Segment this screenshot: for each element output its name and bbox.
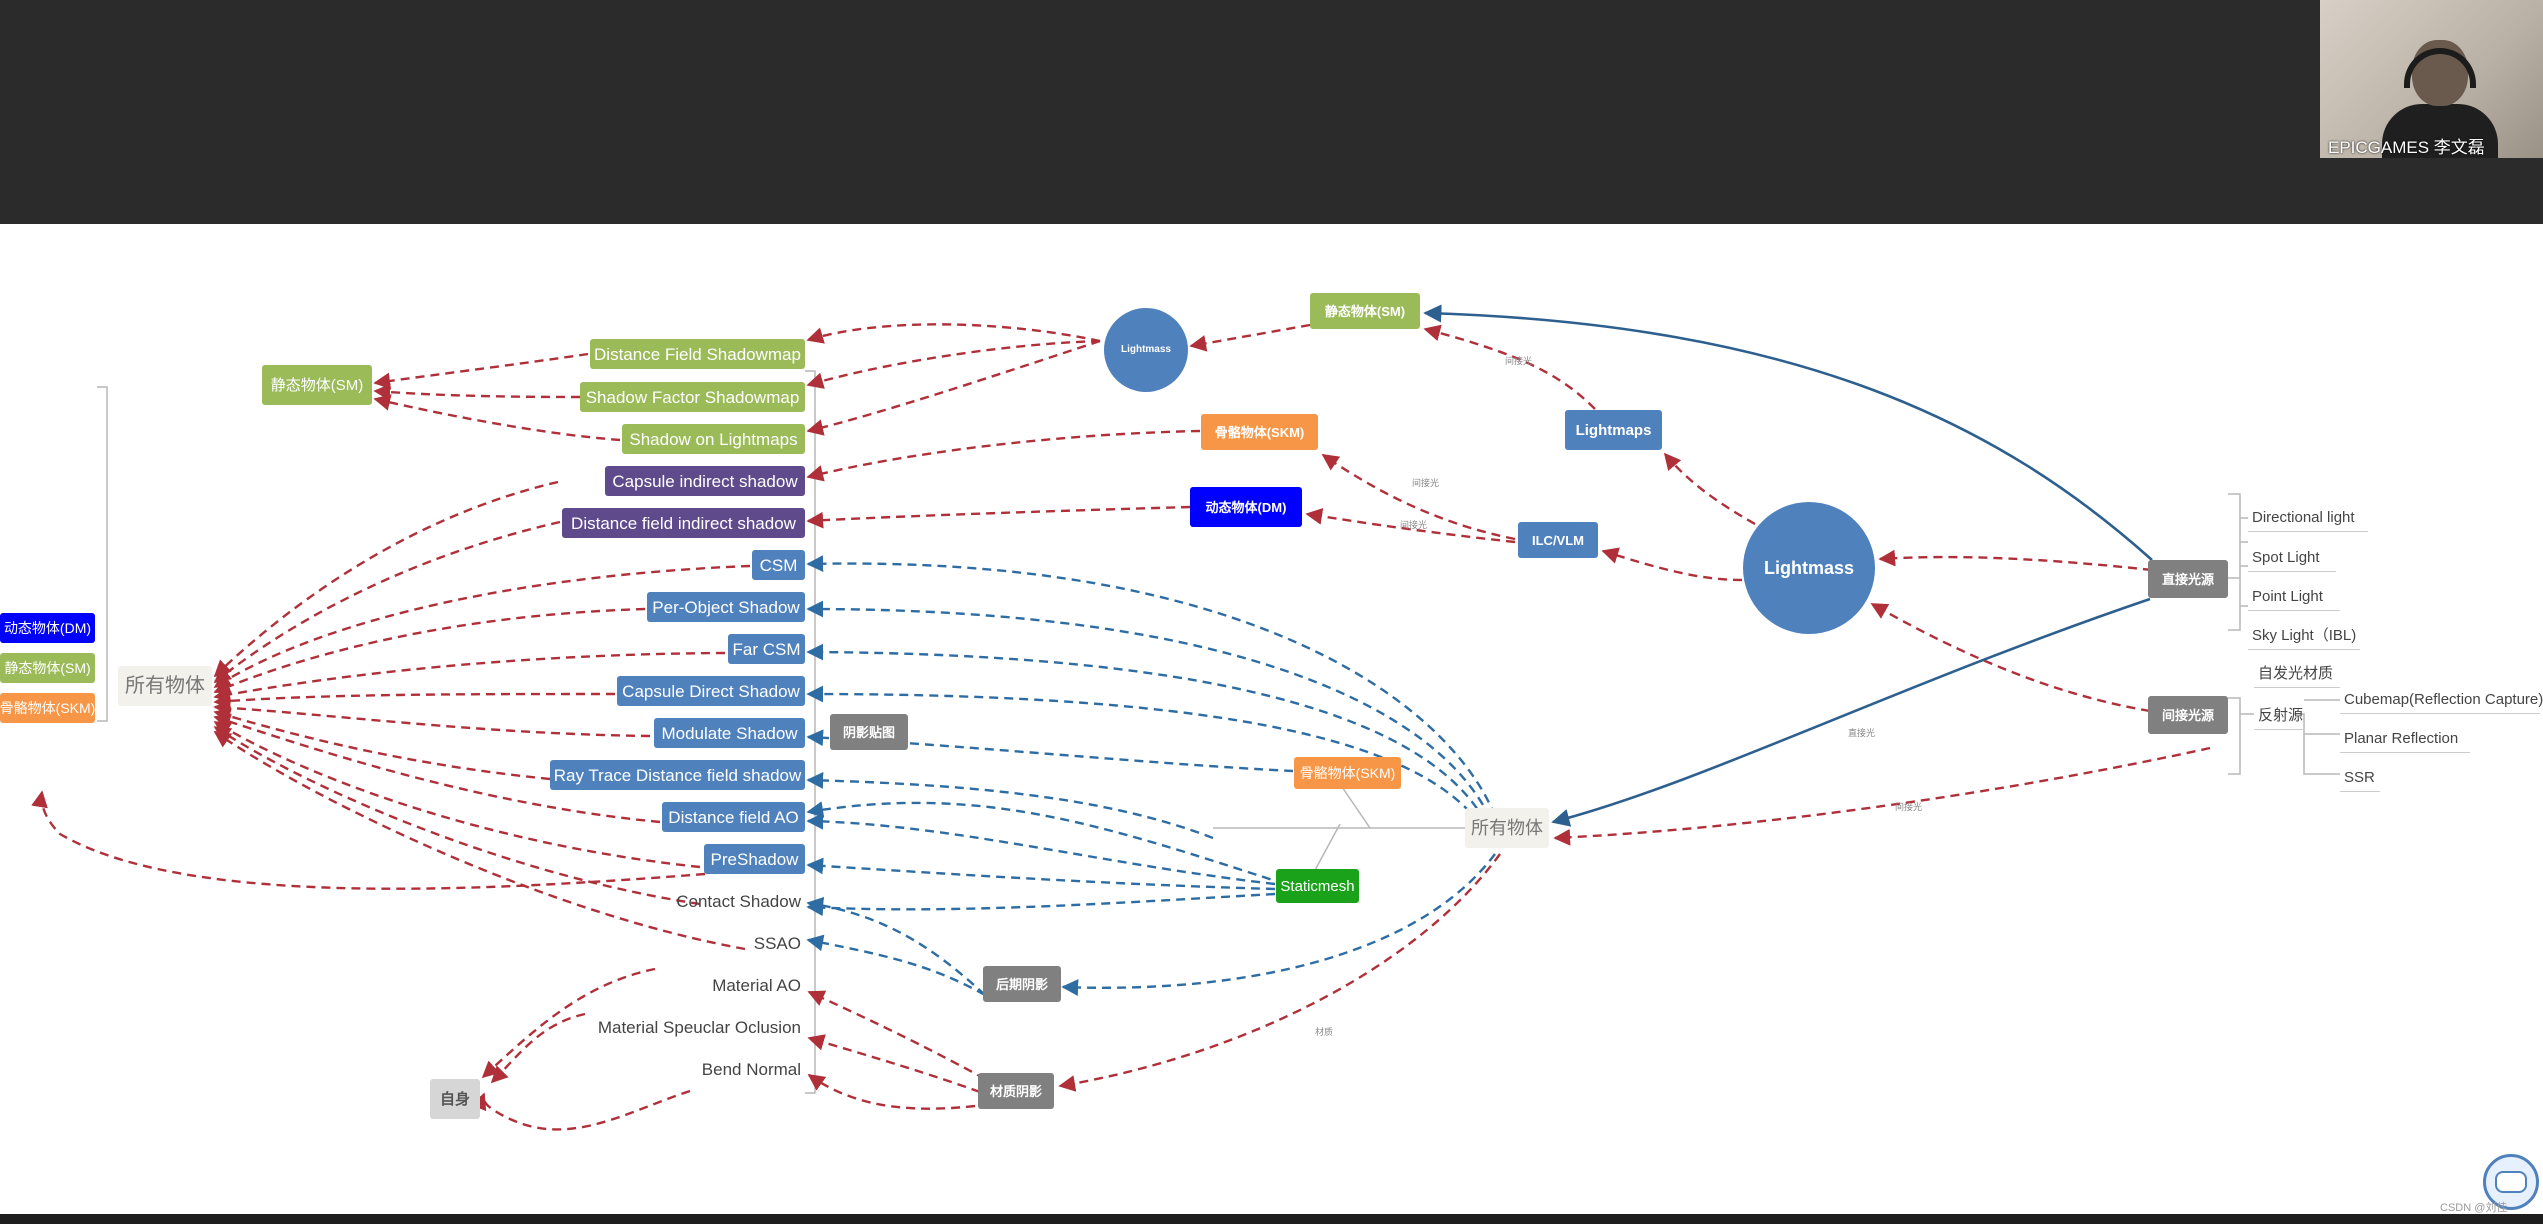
node-post-shadow[interactable]: 后期阴影: [983, 966, 1061, 1002]
node-bend-normal[interactable]: Bend Normal: [701, 1059, 801, 1079]
node-material-shadow[interactable]: 材质阴影: [978, 1073, 1054, 1109]
node-shadow-on-lightmaps[interactable]: Shadow on Lightmaps: [622, 424, 805, 454]
node-skeletal-object-mid[interactable]: 骨骼物体(SKM): [1201, 414, 1318, 450]
node-all-objects-left[interactable]: 所有物体: [118, 666, 212, 706]
node-skeletal-object-left[interactable]: 骨骼物体(SKM): [0, 693, 95, 723]
assistant-avatar-icon[interactable]: [2483, 1154, 2539, 1210]
edge-labels: 间接光 间接光 间接光 直接光 间接光 材质: [1315, 355, 1922, 1038]
node-material-ao[interactable]: Material AO: [712, 975, 801, 995]
label-indirect-to-all: 间接光: [1895, 801, 1922, 813]
node-shadow-factor-shadowmap[interactable]: Shadow Factor Shadowmap: [580, 382, 805, 412]
node-static-object-top[interactable]: 静态物体(SM): [1310, 293, 1420, 329]
node-lightmass-small[interactable]: Lightmass: [1104, 308, 1188, 392]
node-ilc-vlm[interactable]: ILC/VLM: [1518, 522, 1598, 558]
presenter-webcam: EPICGAMES 李文磊: [2320, 0, 2543, 158]
leaf-emissive-material[interactable]: 自发光材质: [2254, 660, 2340, 688]
node-material-specular-occlusion[interactable]: Material Speuclar Oclusion: [597, 1017, 801, 1037]
diagram-edges: 间接光 间接光 间接光 直接光 间接光 材质: [31, 304, 2340, 1131]
node-ray-trace-df-shadow[interactable]: Ray Trace Distance field shadow: [550, 760, 805, 790]
label-dm-to-ilc: 间接光: [1400, 519, 1427, 531]
webcam-caption: EPICGAMES 李文磊: [2328, 138, 2485, 157]
label-material-edge: 材质: [1315, 1026, 1333, 1038]
leaf-planar-reflection[interactable]: Planar Reflection: [2340, 725, 2470, 753]
leaf-spot-light[interactable]: Spot Light: [2248, 544, 2336, 572]
node-direct-light-source[interactable]: 直接光源: [2148, 560, 2228, 598]
label-direct-to-all: 直接光: [1848, 727, 1875, 739]
node-shadow-map[interactable]: 阴影贴图: [830, 714, 908, 750]
video-bottom-bar: [0, 1214, 2543, 1224]
node-capsule-direct-shadow[interactable]: Capsule Direct Shadow: [617, 676, 805, 706]
node-csm[interactable]: CSM: [752, 550, 805, 580]
node-static-object-top-left[interactable]: 静态物体(SM): [262, 365, 372, 405]
red-dashed-edges: [31, 323, 2211, 1131]
node-dynamic-object-left[interactable]: 动态物体(DM): [0, 613, 95, 643]
solid-edges: [1423, 304, 2153, 827]
leaf-sky-light[interactable]: Sky Light（IBL): [2248, 622, 2360, 650]
node-skeletal-object-center[interactable]: 骨骼物体(SKM): [1294, 757, 1401, 789]
node-ssao[interactable]: SSAO: [753, 933, 801, 953]
node-preshadow[interactable]: PreShadow: [704, 844, 805, 874]
node-self[interactable]: 自身: [430, 1079, 480, 1119]
node-modulate-shadow[interactable]: Modulate Shadow: [654, 718, 805, 748]
watermark: CSDN @刘佳: [2440, 1202, 2508, 1214]
presenter-body: [2382, 104, 2498, 158]
node-distance-field-ao[interactable]: Distance field AO: [662, 802, 805, 832]
leaf-directional-light[interactable]: Directional light: [2248, 504, 2368, 532]
leaf-ssr[interactable]: SSR: [2340, 764, 2380, 792]
node-lightmass-big[interactable]: Lightmass: [1743, 502, 1875, 634]
leaf-reflection-source[interactable]: 反射源: [2254, 702, 2304, 730]
node-staticmesh[interactable]: Staticmesh: [1276, 869, 1359, 903]
node-far-csm[interactable]: Far CSM: [728, 634, 805, 664]
label-sm-to-lightmaps: 间接光: [1505, 355, 1532, 367]
tree-connectors: [97, 370, 2340, 1094]
node-static-object-left[interactable]: 静态物体(SM): [0, 653, 95, 683]
node-contact-shadow[interactable]: Contact Shadow: [676, 891, 801, 911]
label-skm-to-ilc: 间接光: [1412, 477, 1439, 489]
node-per-object-shadow[interactable]: Per-Object Shadow: [647, 592, 805, 622]
node-all-objects-center[interactable]: 所有物体: [1465, 808, 1549, 848]
robot-face-icon: [2495, 1171, 2527, 1193]
node-distance-field-shadowmap[interactable]: Distance Field Shadowmap: [590, 339, 805, 369]
node-capsule-indirect-shadow[interactable]: Capsule indirect shadow: [605, 466, 805, 496]
leaf-cubemap[interactable]: Cubemap(Reflection Capture): [2340, 686, 2543, 714]
node-distance-field-indirect-shadow[interactable]: Distance field indirect shadow: [562, 508, 805, 538]
node-lightmaps[interactable]: Lightmaps: [1565, 410, 1662, 450]
video-top-bar: EPICGAMES 李文磊: [0, 0, 2543, 224]
blue-dashed-edges: [806, 555, 1497, 997]
node-dynamic-object-mid[interactable]: 动态物体(DM): [1190, 487, 1302, 527]
mindmap-canvas: 间接光 间接光 间接光 直接光 间接光 材质 动态物体(DM) 静态物体(SM)…: [0, 224, 2543, 1214]
leaf-point-light[interactable]: Point Light: [2248, 583, 2340, 611]
node-indirect-light-source[interactable]: 间接光源: [2148, 696, 2228, 734]
